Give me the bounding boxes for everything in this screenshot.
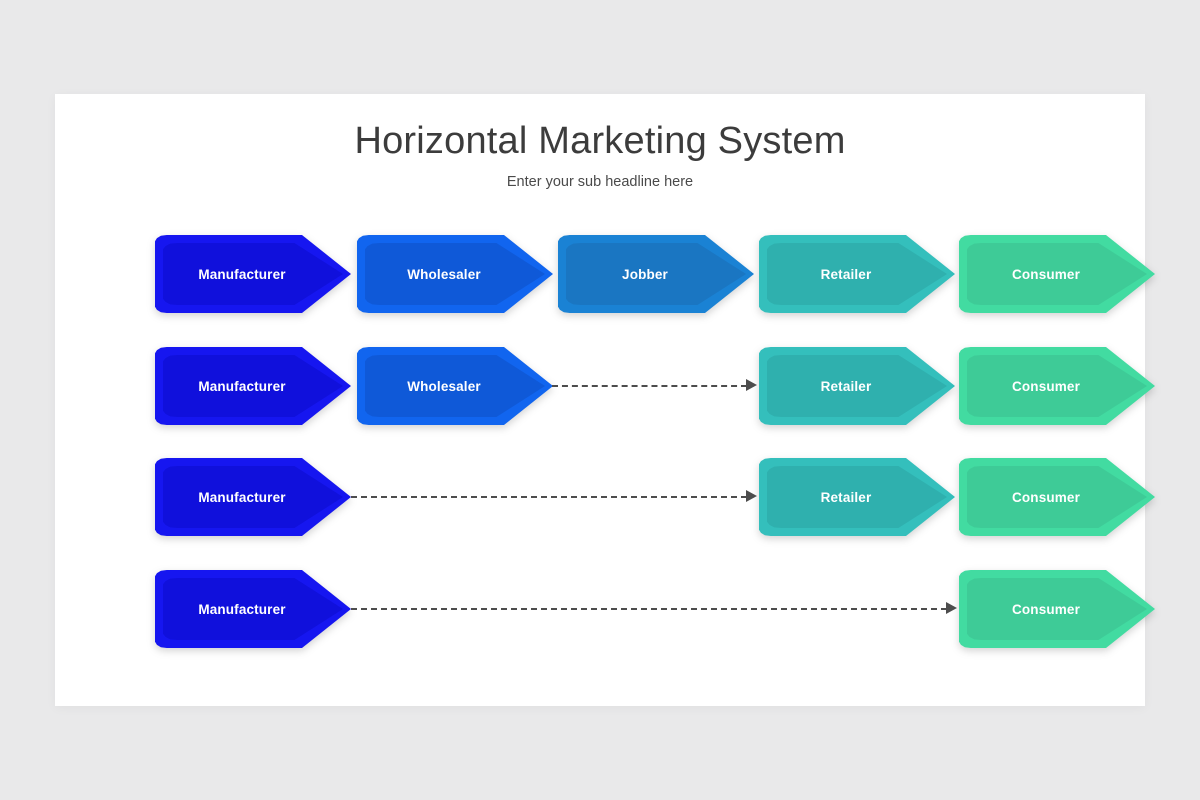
node-label: Consumer — [1012, 378, 1080, 394]
arrowhead-icon — [746, 490, 757, 502]
dashed-arrow-manufacturer-to-consumer — [351, 599, 957, 619]
node-label: Consumer — [1012, 489, 1080, 505]
node-label: Jobber — [622, 266, 668, 282]
arrowhead-icon — [746, 379, 757, 391]
slide-card: Horizontal Marketing System Enter your s… — [55, 94, 1155, 706]
node-label: Retailer — [820, 266, 872, 282]
node-label: Manufacturer — [198, 266, 286, 282]
dashed-line — [351, 608, 947, 610]
node-label: Consumer — [1012, 266, 1080, 282]
node-jobber[interactable]: Jobber — [558, 235, 754, 313]
row-full-channel: Manufacturer Wholesaler Jobber Retailer Cons… — [55, 235, 1155, 313]
node-retailer[interactable]: Retailer — [759, 347, 955, 425]
node-manufacturer[interactable]: Manufacturer — [155, 458, 351, 536]
node-label: Wholesaler — [407, 378, 481, 394]
node-wholesaler[interactable]: Wholesaler — [357, 235, 553, 313]
node-label: Manufacturer — [198, 378, 286, 394]
row-direct-to-retailer: Manufacturer Retailer Consumer — [55, 458, 1155, 536]
page-subtitle: Enter your sub headline here — [506, 174, 694, 190]
node-label: Manufacturer — [198, 601, 286, 617]
row-direct-to-consumer: Manufacturer Consumer — [55, 570, 1155, 648]
node-consumer[interactable]: Consumer — [959, 458, 1155, 536]
dashed-line — [351, 496, 747, 498]
node-label: Manufacturer — [198, 489, 286, 505]
node-retailer[interactable]: Retailer — [759, 235, 955, 313]
node-retailer[interactable]: Retailer — [759, 458, 955, 536]
node-manufacturer[interactable]: Manufacturer — [155, 570, 351, 648]
dashed-arrow-wholesaler-to-retailer — [552, 376, 757, 396]
dashed-arrow-manufacturer-to-retailer — [351, 487, 757, 507]
node-label: Wholesaler — [407, 266, 481, 282]
node-label: Retailer — [820, 489, 872, 505]
node-manufacturer[interactable]: Manufacturer — [155, 235, 351, 313]
node-manufacturer[interactable]: Manufacturer — [155, 347, 351, 425]
page-title: Horizontal Marketing System — [354, 120, 846, 162]
node-consumer[interactable]: Consumer — [959, 570, 1155, 648]
node-consumer[interactable]: Consumer — [959, 235, 1155, 313]
node-label: Consumer — [1012, 601, 1080, 617]
dashed-line — [552, 385, 747, 387]
row-no-jobber: Manufacturer Wholesaler Retailer Consumer — [55, 347, 1155, 425]
arrowhead-icon — [946, 602, 957, 614]
node-consumer[interactable]: Consumer — [959, 347, 1155, 425]
node-wholesaler[interactable]: Wholesaler — [357, 347, 553, 425]
node-label: Retailer — [820, 378, 872, 394]
